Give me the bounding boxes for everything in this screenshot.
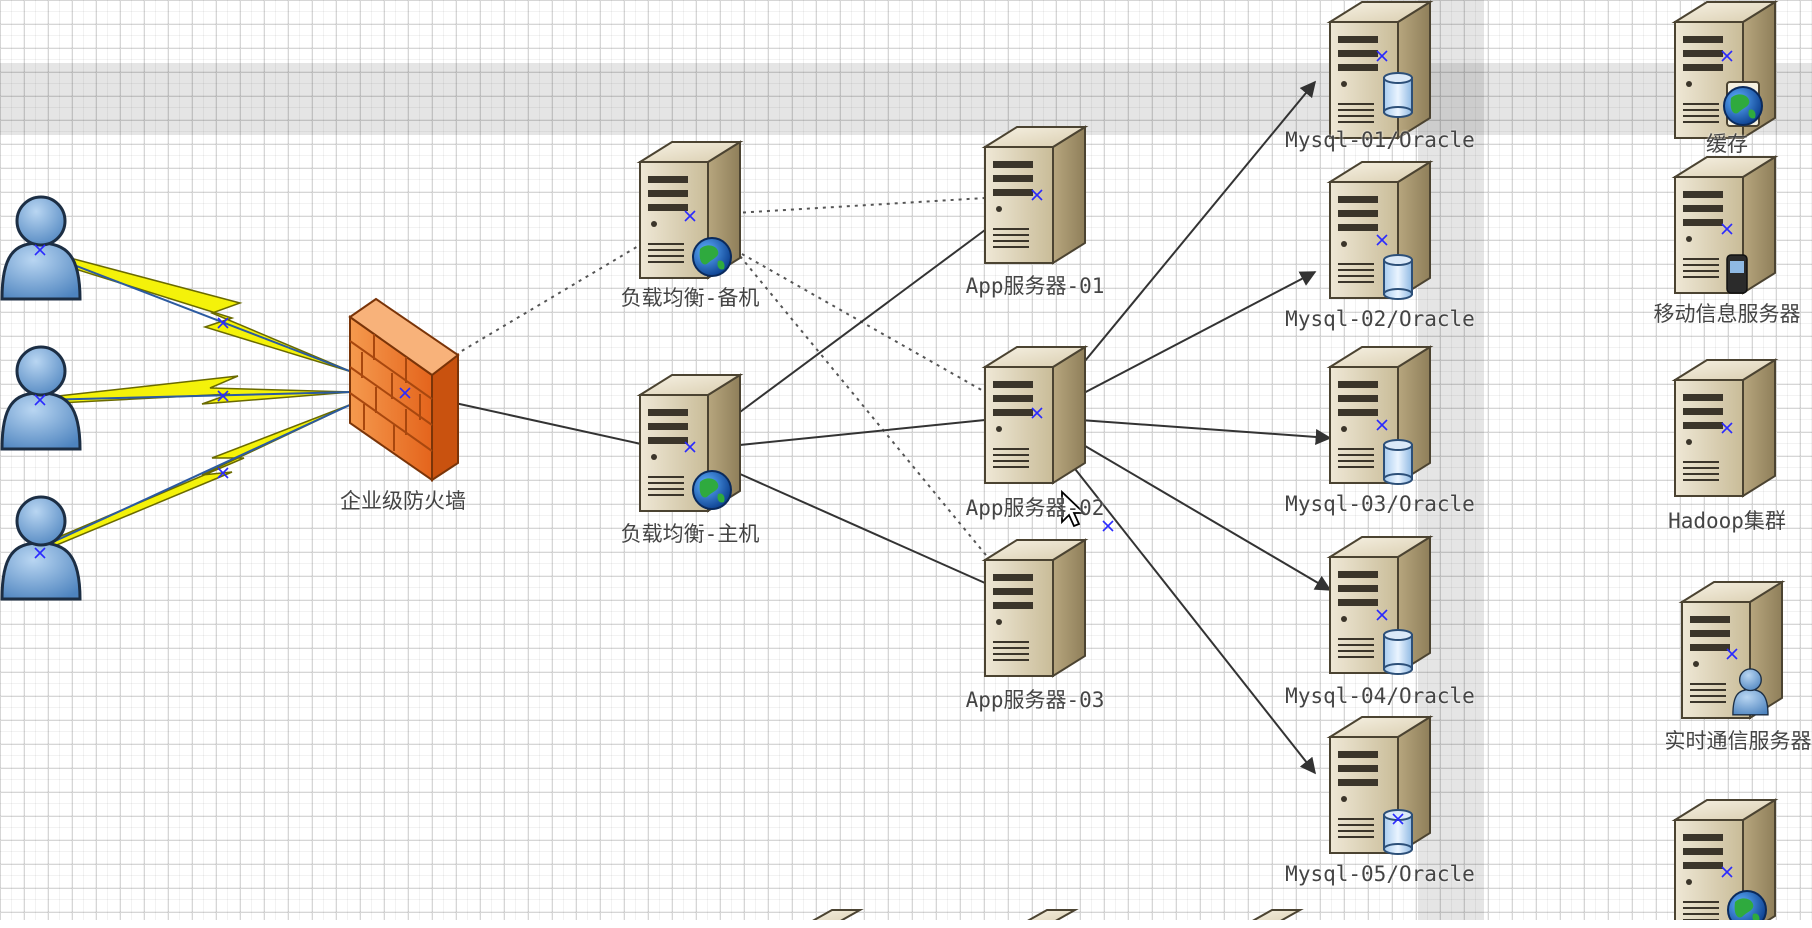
partial-server-icon[interactable] xyxy=(1674,799,1776,928)
db4-label: Mysql-04/Oracle xyxy=(1285,684,1475,708)
db-server-03-icon[interactable] xyxy=(1329,346,1431,485)
edge-lb-backup-app3[interactable] xyxy=(734,249,991,561)
edge-app2-db4[interactable] xyxy=(1079,442,1332,591)
db1-label: Mysql-01/Oracle xyxy=(1285,128,1475,152)
edge-firewall-lb-backup[interactable] xyxy=(454,244,641,356)
db-server-04-icon[interactable] xyxy=(1329,536,1431,675)
edge-app2-db3[interactable] xyxy=(1079,419,1332,445)
user-icon[interactable] xyxy=(0,195,82,301)
app-server-02-icon[interactable] xyxy=(984,346,1086,484)
app2-label: App服务器-02 xyxy=(965,496,1105,520)
mobile-server-icon[interactable] xyxy=(1674,156,1776,294)
edge-lb-backup-app2[interactable] xyxy=(734,249,986,393)
realtime-server-icon[interactable] xyxy=(1681,581,1783,719)
firewall-label: 企业级防火墙 xyxy=(340,489,466,513)
edge-lb-backup-app1[interactable] xyxy=(734,197,986,214)
lb-backup-label: 负载均衡-备机 xyxy=(620,286,760,310)
lb-main-label: 负载均衡-主机 xyxy=(620,522,760,546)
firewall-icon[interactable] xyxy=(348,297,460,482)
lb-main-server-icon[interactable] xyxy=(639,374,741,512)
app-server-01-icon[interactable] xyxy=(984,126,1086,264)
mobile-label: 移动信息服务器 xyxy=(1653,302,1801,326)
realtime-label: 实时通信服务器 xyxy=(1664,729,1812,753)
hadoop-server-icon[interactable] xyxy=(1674,359,1776,497)
mouse-cursor-icon xyxy=(1061,489,1087,528)
edge-app2-db1[interactable] xyxy=(1079,80,1317,368)
app-server-03-icon[interactable] xyxy=(984,539,1086,677)
edge-lb-main-app2[interactable] xyxy=(739,419,986,446)
hadoop-label: Hadoop集群 xyxy=(1668,509,1786,533)
lb-backup-server-icon[interactable] xyxy=(639,141,741,279)
db5-label: Mysql-05/Oracle xyxy=(1285,862,1475,886)
edge-lb-main-app3[interactable] xyxy=(739,473,986,584)
db3-label: Mysql-03/Oracle xyxy=(1285,492,1475,516)
cache-label: 缓存 xyxy=(1706,132,1748,156)
edge-app2-db5[interactable] xyxy=(1067,459,1316,775)
app3-label: App服务器-03 xyxy=(965,688,1105,712)
db-server-02-icon[interactable] xyxy=(1329,161,1431,300)
db-server-05-icon[interactable] xyxy=(1329,716,1431,855)
db2-label: Mysql-02/Oracle xyxy=(1285,307,1475,331)
db-server-01-icon[interactable] xyxy=(1329,1,1431,139)
connector-layer xyxy=(39,80,1332,775)
edge-lb-main-app1[interactable] xyxy=(739,229,986,413)
app1-label: App服务器-01 xyxy=(965,274,1105,298)
cache-server-icon[interactable] xyxy=(1674,1,1776,139)
edge-firewall-lb-main[interactable] xyxy=(454,402,651,447)
user-icon[interactable] xyxy=(0,495,82,601)
horizontal-guide-band xyxy=(0,63,1812,135)
canvas-bottom-edge xyxy=(0,920,1812,928)
edge-app2-db2[interactable] xyxy=(1079,271,1317,396)
